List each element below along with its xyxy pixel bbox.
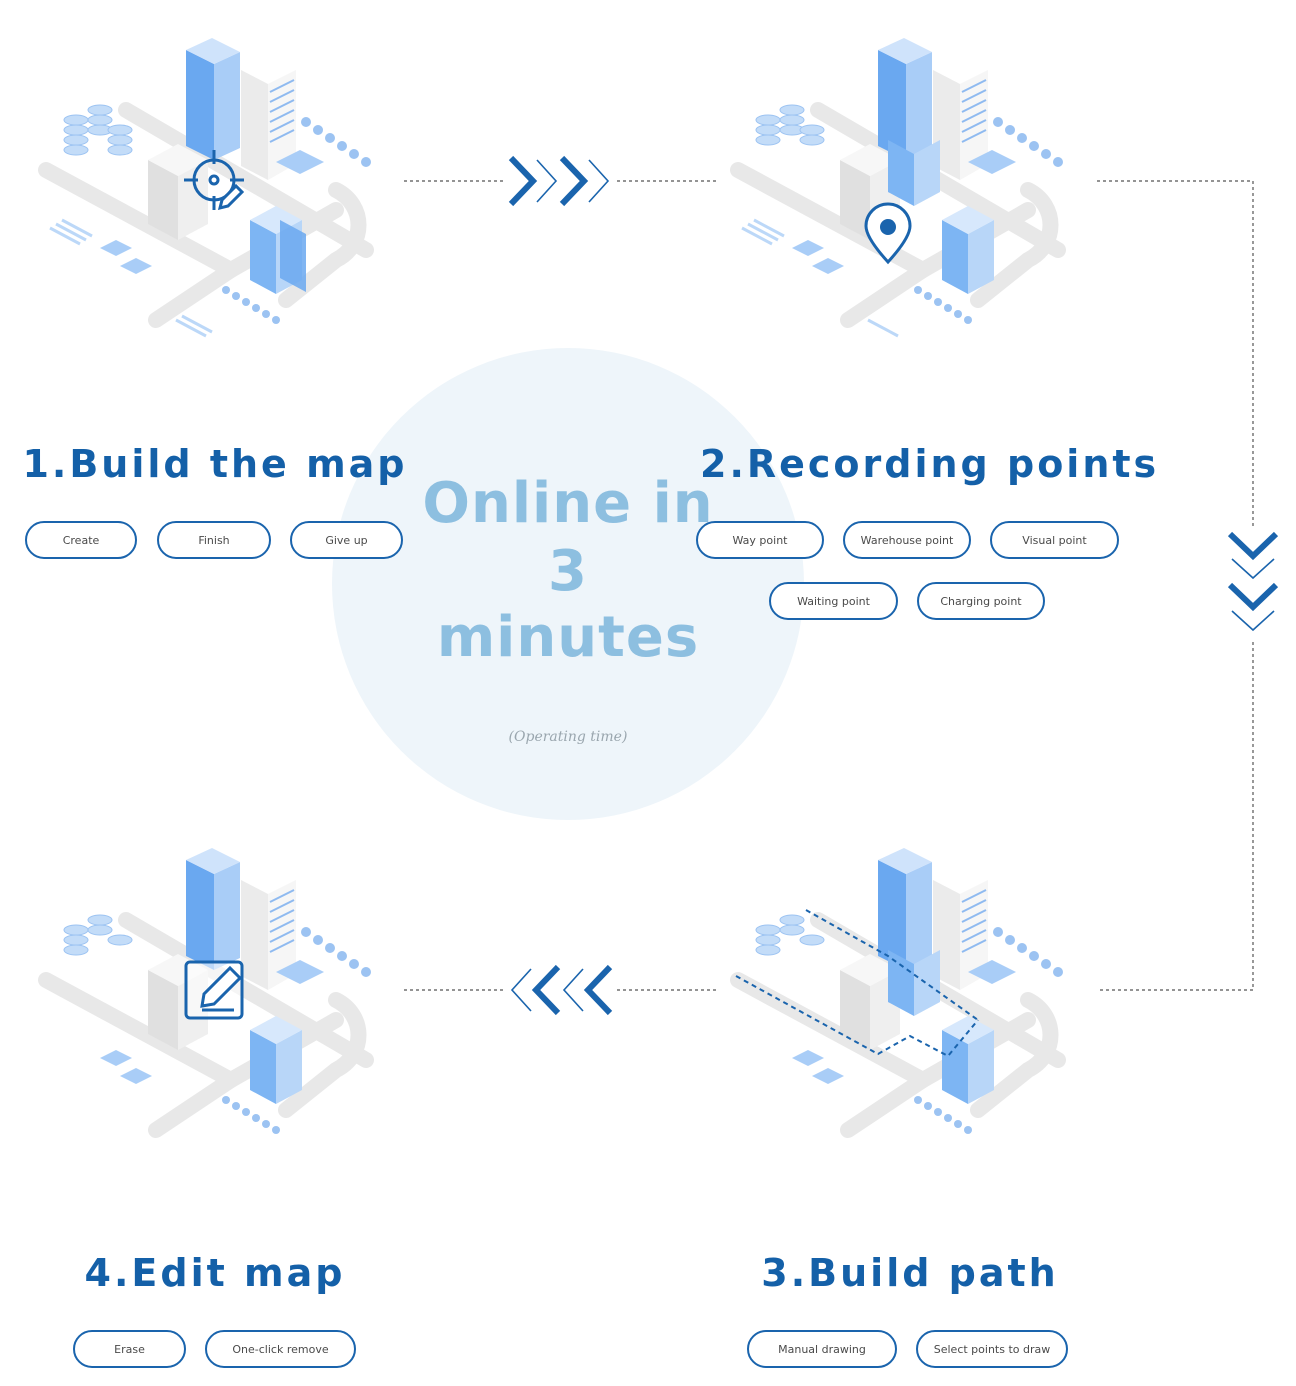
center-title-line1: Online in bbox=[422, 471, 714, 536]
city-illustration-4 bbox=[38, 848, 374, 1138]
city-illustration-3 bbox=[730, 848, 1066, 1138]
city-illustration-2 bbox=[730, 38, 1066, 338]
one-click-remove-button[interactable]: One-click remove bbox=[205, 1330, 356, 1368]
finish-button[interactable]: Finish bbox=[157, 521, 271, 559]
step-2-title: 2.Recording points bbox=[700, 442, 1160, 486]
step-4-title: 4.Edit map bbox=[84, 1251, 346, 1295]
select-points-to-draw-button[interactable]: Select points to draw bbox=[916, 1330, 1068, 1368]
charging-point-button[interactable]: Charging point bbox=[917, 582, 1045, 620]
chevrons-left-icon bbox=[510, 964, 613, 1016]
dashed-path-icon bbox=[735, 909, 979, 1058]
manual-drawing-button[interactable]: Manual drawing bbox=[747, 1330, 897, 1368]
waiting-point-button[interactable]: Waiting point bbox=[769, 582, 898, 620]
step-1-title: 1.Build the map bbox=[22, 442, 408, 486]
warehouse-point-button[interactable]: Warehouse point bbox=[843, 521, 971, 559]
connector-line-right-top bbox=[1097, 180, 1254, 528]
city-illustration-1 bbox=[38, 38, 374, 338]
visual-point-button[interactable]: Visual point bbox=[990, 521, 1119, 559]
chevrons-right-icon bbox=[508, 155, 610, 207]
chevrons-down-icon bbox=[1227, 531, 1279, 632]
center-subtitle: (Operating time) bbox=[508, 729, 628, 745]
center-title-line3: minutes bbox=[436, 605, 700, 670]
step-3-title: 3.Build path bbox=[761, 1251, 1059, 1295]
give-up-button[interactable]: Give up bbox=[290, 521, 403, 559]
center-title-line2: 3 bbox=[548, 539, 588, 604]
edit-square-icon bbox=[184, 960, 244, 1020]
target-pencil-icon bbox=[184, 150, 245, 211]
create-button[interactable]: Create bbox=[25, 521, 137, 559]
connector-line-right-bottom bbox=[1097, 642, 1254, 991]
location-pin-icon bbox=[864, 202, 912, 265]
center-circle bbox=[332, 348, 804, 820]
erase-button[interactable]: Erase bbox=[73, 1330, 186, 1368]
way-point-button[interactable]: Way point bbox=[696, 521, 824, 559]
